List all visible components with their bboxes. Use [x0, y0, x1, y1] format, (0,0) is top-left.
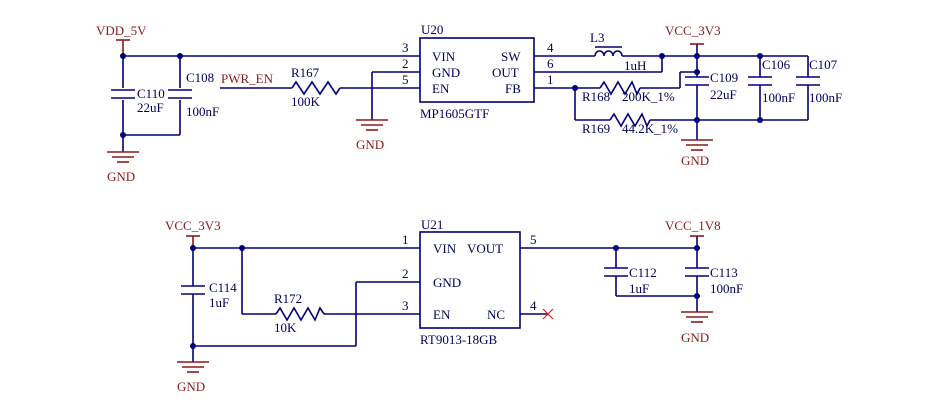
r168-value: 200K_1%: [622, 89, 675, 104]
u21-pin-vin: VIN: [433, 241, 457, 256]
gnd-label-ldo-input: GND: [177, 379, 205, 394]
gnd-label-u20: GND: [356, 137, 384, 152]
buck-converter-section: VDD_5V C110 22uF: [96, 22, 842, 184]
u20-pin-num-5: 5: [402, 72, 409, 87]
c113-ref: C113: [710, 265, 738, 280]
u20-pin-out: OUT: [492, 65, 519, 80]
c114-value: 1uF: [209, 295, 229, 310]
u21-pin-en: EN: [433, 307, 451, 322]
ic-u20: U20 VIN GND EN SW OUT FB 3 2 5 4 6 1 MP1…: [402, 22, 554, 121]
u20-ref: U20: [421, 22, 443, 37]
resistor-r167: R167 100K: [291, 65, 341, 109]
u20-part: MP1605GTF: [420, 106, 489, 121]
u21-pin-num-5: 5: [530, 232, 537, 247]
c107-ref: C107: [809, 57, 838, 72]
u20-pin-sw: SW: [501, 49, 521, 64]
u21-pin-nc: NC: [487, 307, 505, 322]
c112-value: 1uF: [629, 281, 649, 296]
u21-pin-num-1: 1: [402, 232, 409, 247]
capacitor-c114: C114 1uF: [181, 280, 237, 310]
u20-pin-num-2: 2: [402, 56, 409, 71]
c108-ref: C108: [186, 70, 214, 85]
u20-pin-en: EN: [432, 81, 450, 96]
r167-value: 100K: [291, 94, 321, 109]
vcc-1v8-label: VCC_1V8: [665, 218, 721, 233]
u20-pin-gnd: GND: [432, 65, 460, 80]
l3-value: 1uH: [624, 58, 646, 73]
ic-u21: U21 VIN GND EN VOUT NC 1 2 3 5 4 RT9013-…: [402, 217, 537, 347]
c110-value: 22uF: [137, 100, 164, 115]
u20-pin-num-1: 1: [547, 72, 554, 87]
vcc-1v8-power-symbol: VCC_1V8: [665, 218, 721, 237]
c107-value: 100nF: [809, 90, 842, 105]
c113-value: 100nF: [710, 281, 743, 296]
u21-pin-vout: VOUT: [467, 241, 503, 256]
capacitor-c110: C110 22uF: [111, 86, 165, 115]
c109-value: 22uF: [710, 87, 737, 102]
vcc-3v3-label-top: VCC_3V3: [665, 23, 721, 38]
vcc-3v3-power-symbol-bottom: VCC_3V3: [165, 218, 221, 248]
capacitor-c107: C107 100nF: [796, 57, 842, 105]
u20-pin-num-6: 6: [547, 56, 554, 71]
capacitor-c106: C106 100nF: [748, 57, 795, 105]
u20-pin-fb: FB: [505, 81, 521, 96]
u20-pin-num-4: 4: [547, 40, 554, 55]
gnd-symbol-ldo-input: GND: [177, 361, 209, 394]
capacitor-c109: C109 22uF: [685, 70, 738, 102]
input-wires: [120, 53, 420, 152]
no-connect-marker: [520, 308, 554, 320]
ldo-section: VCC_3V3 C114 1uF R172 1: [165, 217, 743, 394]
capacitor-c113: C113 100nF: [685, 265, 743, 296]
gnd-label-output: GND: [681, 153, 709, 168]
vcc-3v3-label-bottom: VCC_3V3: [165, 218, 221, 233]
r172-ref: R172: [274, 291, 302, 306]
u21-pin-num-4: 4: [530, 298, 537, 313]
resistor-r172: R172 10K: [274, 291, 325, 335]
vdd-5v-power-symbol: VDD_5V: [96, 23, 147, 56]
r168-ref: R168: [582, 89, 610, 104]
u21-pin-num-2: 2: [402, 266, 409, 281]
u20-pin-num-3: 3: [402, 40, 409, 55]
u20-pin-vin: VIN: [432, 49, 456, 64]
u21-part: RT9013-18GB: [420, 332, 498, 347]
c112-ref: C112: [629, 265, 657, 280]
c114-ref: C114: [209, 280, 237, 295]
c109-ref: C109: [710, 70, 738, 85]
gnd-symbol-output: GND: [681, 139, 713, 168]
output-wires: [534, 44, 809, 140]
resistor-r169: R169 44.2K_1%: [582, 112, 678, 136]
gnd-symbol-u20: GND: [356, 119, 388, 152]
c106-ref: C106: [762, 57, 791, 72]
vcc-3v3-power-symbol-top: VCC_3V3: [665, 23, 721, 45]
gnd-symbol-input: GND: [107, 151, 139, 184]
inductor-l3: L3 1uH: [590, 30, 646, 73]
l3-ref: L3: [590, 30, 604, 45]
r172-value: 10K: [274, 320, 297, 335]
gnd-label-ldo-output: GND: [681, 330, 709, 345]
u21-pin-num-3: 3: [402, 298, 409, 313]
gnd-symbol-ldo-output: GND: [681, 311, 713, 345]
r169-value: 44.2K_1%: [622, 121, 678, 136]
r169-ref: R169: [582, 121, 610, 136]
gnd-label-input: GND: [107, 169, 135, 184]
u21-pin-gnd: GND: [433, 275, 461, 290]
c106-value: 100nF: [762, 90, 795, 105]
capacitor-c108: C108 100nF: [168, 70, 219, 119]
resistor-r168: R168 200K_1%: [582, 80, 675, 104]
ldo-input-wires: [190, 245, 420, 362]
r167-ref: R167: [291, 65, 320, 80]
ldo-output-wires: [520, 236, 700, 312]
c110-ref: C110: [137, 86, 165, 101]
c108-value: 100nF: [186, 104, 219, 119]
u21-ref: U21: [421, 217, 443, 232]
vdd-5v-label: VDD_5V: [96, 23, 147, 38]
pwr-en-net-label: PWR_EN: [221, 71, 274, 86]
capacitor-c112: C112 1uF: [604, 265, 657, 296]
